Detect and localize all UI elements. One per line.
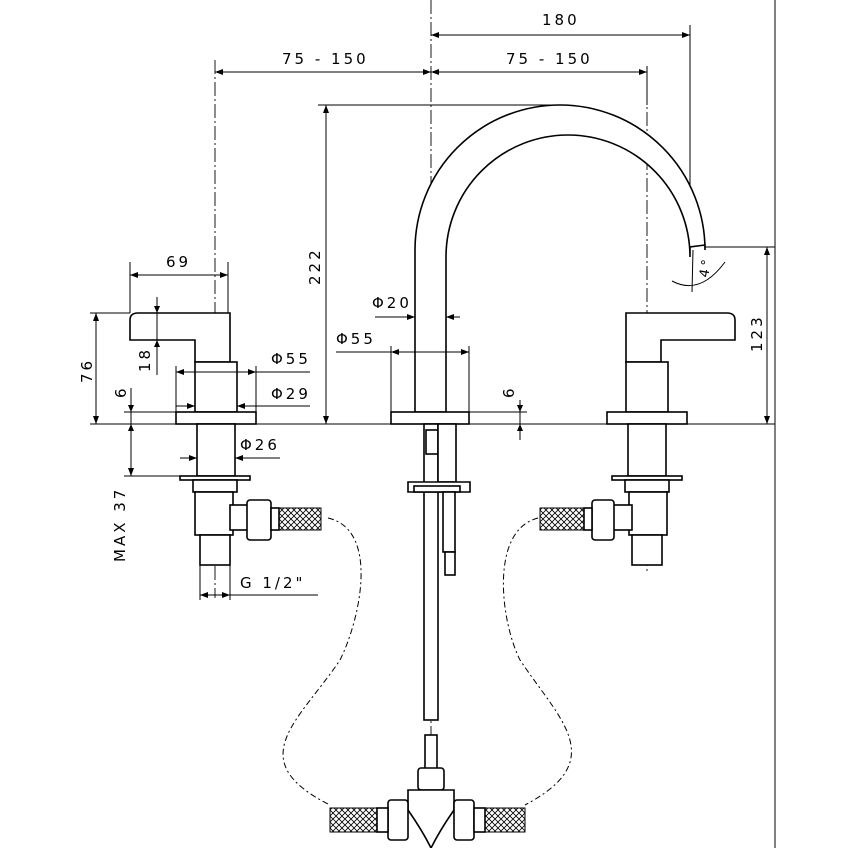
dim-left-body-label: Φ29 (271, 385, 311, 403)
dim-76: 76 (78, 312, 130, 424)
dim-222-label: 222 (306, 247, 324, 285)
dim-123-label: 123 (748, 314, 766, 352)
dim-shank: Φ26 (180, 436, 280, 461)
left-valve (129, 312, 322, 566)
dim-left-body: Φ29 (176, 385, 311, 409)
dim-69-label: 69 (166, 253, 191, 271)
dim-spout-flange: Φ55 (336, 330, 470, 412)
spout: 4° (390, 104, 726, 425)
dim-plate-right: 6 (469, 385, 527, 440)
dim-76-label: 76 (78, 358, 96, 383)
dim-thread-label: G 1/2" (240, 574, 305, 592)
right-hose-path (503, 517, 572, 806)
dim-plate-left-label: 6 (112, 385, 130, 398)
dim-angle-label: 4° (697, 256, 715, 279)
dim-plate-right-label: 6 (500, 385, 518, 398)
dim-max37: MAX 37 (111, 475, 180, 562)
dim-left-spacing-label: 75 - 150 (282, 50, 369, 68)
dim-spout-dia: Φ20 (372, 294, 460, 320)
dim-left-flange-label: Φ55 (271, 350, 311, 368)
dim-spout-dia-label: Φ20 (372, 294, 412, 312)
dim-shank-label: Φ26 (240, 436, 280, 454)
dim-18-label: 18 (136, 347, 154, 372)
dim-plate-left: 6 (112, 385, 176, 476)
dim-left-spacing: 75 - 150 (215, 50, 431, 75)
dim-thread: G 1/2" (199, 565, 318, 600)
left-hose-path (282, 517, 362, 806)
dim-123: 123 (705, 246, 775, 424)
dim-18: 18 (136, 297, 160, 375)
bottom-tee-fitting (329, 734, 526, 848)
dim-right-spacing: 75 - 150 (431, 50, 648, 105)
dim-right-spacing-label: 75 - 150 (506, 50, 593, 68)
dim-222: 222 (306, 104, 560, 424)
spout-mounting (407, 423, 471, 721)
dim-69: 69 (129, 253, 229, 313)
dim-spout-flange-label: Φ55 (336, 330, 376, 348)
dim-180-label: 180 (542, 11, 580, 29)
right-valve (539, 312, 736, 566)
dim-max37-label: MAX 37 (111, 487, 129, 562)
dim-left-flange: Φ55 (175, 350, 311, 412)
